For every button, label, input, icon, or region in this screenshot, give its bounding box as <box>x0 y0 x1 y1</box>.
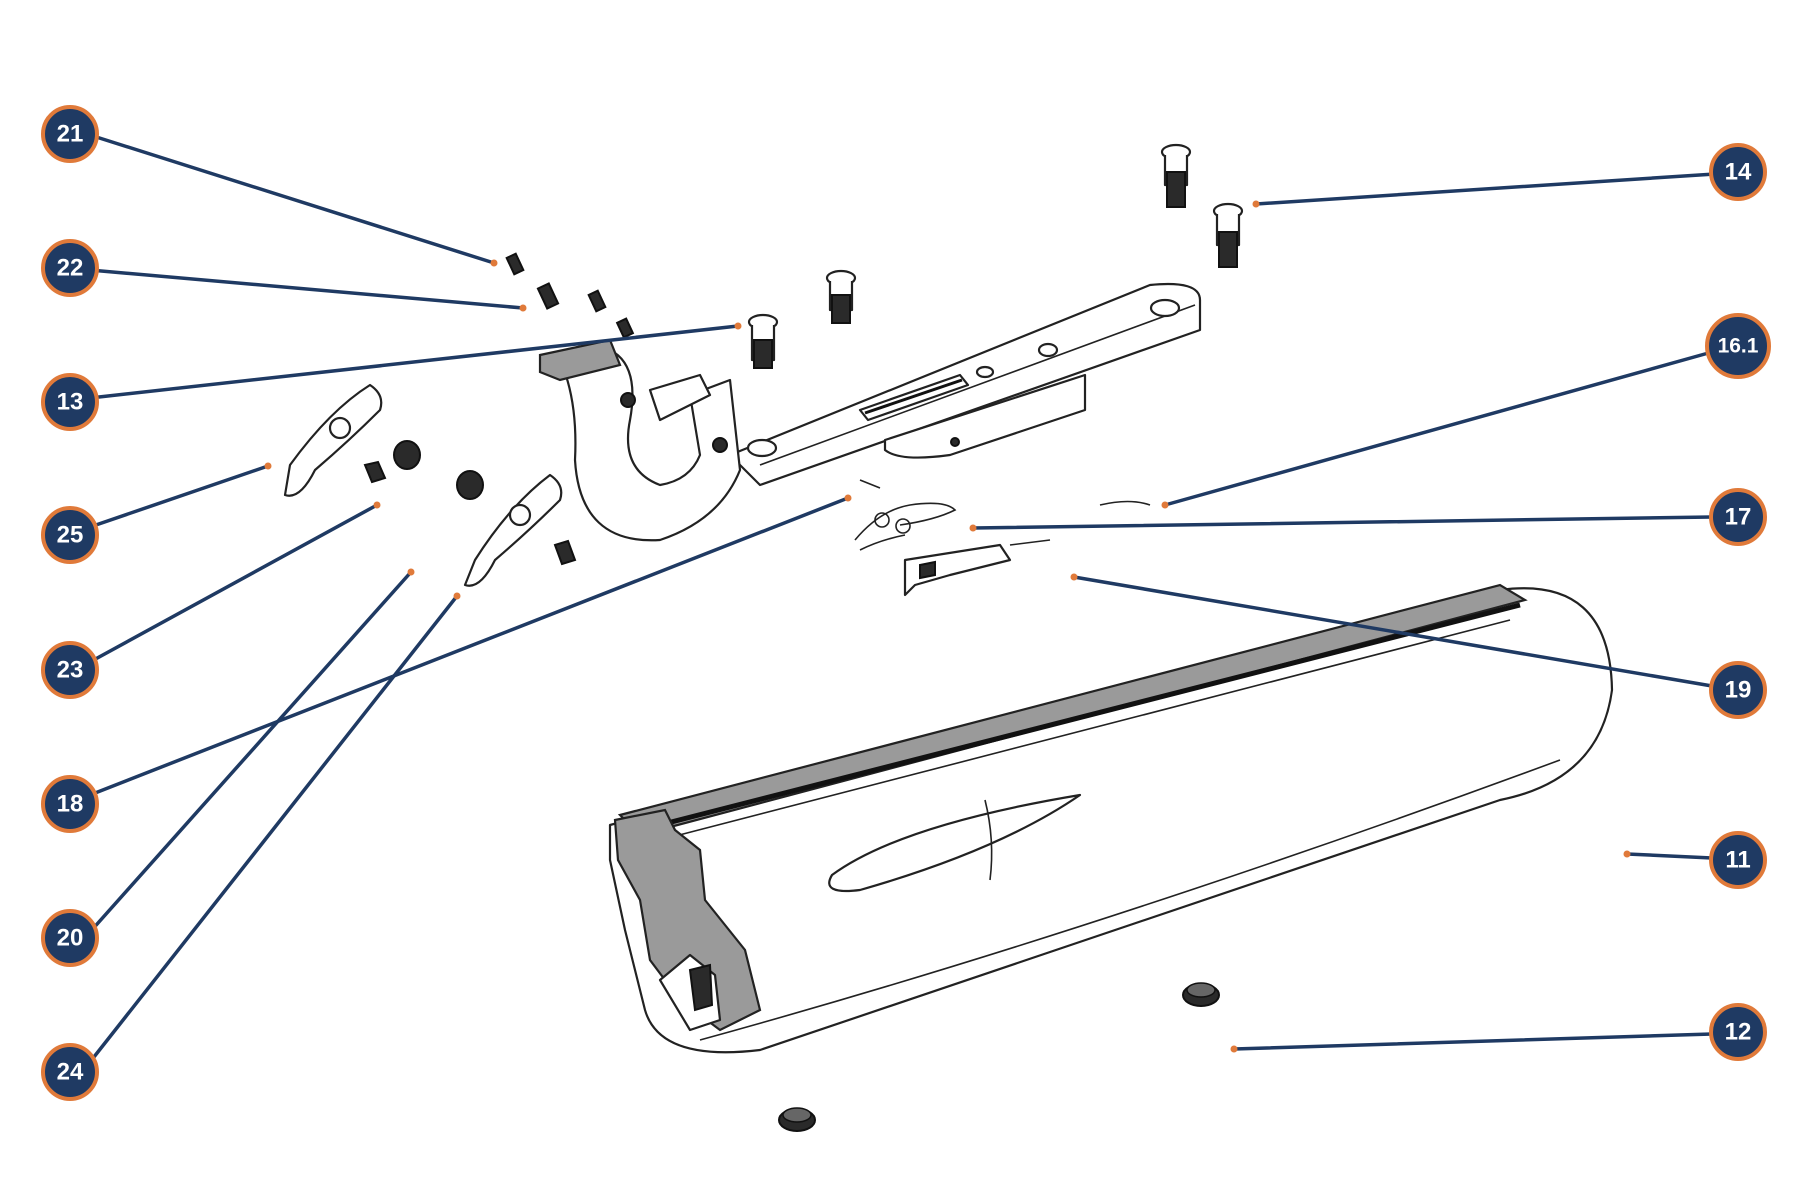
lever-25 <box>283 383 383 497</box>
badge-circle-11 <box>1709 831 1767 889</box>
small-screws-21-22 <box>505 252 635 339</box>
badge-circle-13 <box>41 373 99 431</box>
anchor-dot-18 <box>844 494 852 502</box>
badge-label-23: 23 <box>57 657 84 684</box>
anchor-dot-21 <box>490 259 498 267</box>
callout-21[interactable]: 21 <box>41 105 498 267</box>
anchor-dot-19 <box>1070 573 1078 581</box>
callout-16-1[interactable]: 16.1 <box>1161 313 1771 509</box>
forend-nut-rear <box>778 1107 816 1132</box>
anchor-dot-22 <box>519 304 527 312</box>
badge-circle-23 <box>41 641 99 699</box>
leader-line-23 <box>88 503 379 664</box>
badge-circle-17 <box>1709 488 1767 546</box>
screw-13-left <box>747 313 779 369</box>
badge-label-14: 14 <box>1725 159 1752 186</box>
pins-23-20 <box>363 440 577 566</box>
badge-label-12: 12 <box>1725 1019 1752 1046</box>
badge-circle-12 <box>1709 1003 1767 1061</box>
screw-13-right <box>825 269 857 324</box>
leader-line-16-1 <box>1163 350 1714 507</box>
leader-line-18 <box>88 496 850 797</box>
callout-19[interactable]: 19 <box>1070 573 1767 719</box>
anchor-dot-12 <box>1230 1045 1238 1053</box>
screw-14-left <box>1160 143 1192 208</box>
callout-24[interactable]: 24 <box>41 592 461 1101</box>
callout-14[interactable]: 14 <box>1252 143 1767 208</box>
callout-12[interactable]: 12 <box>1230 1003 1767 1061</box>
anchor-dot-13 <box>734 322 742 330</box>
leader-line-13 <box>88 324 740 400</box>
leader-line-11 <box>1625 852 1714 860</box>
callout-20[interactable]: 20 <box>41 568 415 967</box>
badge-label-16-1: 16.1 <box>1718 335 1759 358</box>
leader-line-14 <box>1254 172 1717 206</box>
spring-assembly <box>854 479 1151 597</box>
badge-label-22: 22 <box>57 255 84 282</box>
badge-label-11: 11 <box>1725 847 1750 874</box>
anchor-dot-17 <box>969 524 977 532</box>
anchor-dot-25 <box>264 462 272 470</box>
anchor-dot-11 <box>1623 850 1631 858</box>
leader-line-20 <box>88 570 413 934</box>
leader-line-22 <box>88 268 525 310</box>
badge-label-21: 21 <box>57 121 84 148</box>
parts-drawing <box>283 143 1614 1132</box>
badge-label-25: 25 <box>57 522 84 549</box>
leader-line-25 <box>88 464 270 529</box>
badge-label-24: 24 <box>57 1059 84 1086</box>
forend-iron <box>538 282 1202 542</box>
callout-13[interactable]: 13 <box>41 322 742 431</box>
badge-circle-21 <box>41 105 99 163</box>
lever-24 <box>463 473 563 587</box>
anchor-dot-14 <box>1252 200 1260 208</box>
leader-line-19 <box>1072 575 1714 688</box>
badge-circle-16-1 <box>1705 313 1771 379</box>
callout-22[interactable]: 22 <box>41 239 527 312</box>
anchor-dot-16-1 <box>1161 501 1169 509</box>
badge-label-20: 20 <box>57 925 84 952</box>
badge-label-19: 19 <box>1725 677 1752 704</box>
callout-17[interactable]: 17 <box>969 488 1767 546</box>
leader-line-24 <box>88 594 459 1064</box>
badge-label-13: 13 <box>57 389 84 416</box>
badge-circle-25 <box>41 506 99 564</box>
callout-layer: 21 22 13 25 23 <box>41 105 1771 1101</box>
anchor-dot-24 <box>453 592 461 600</box>
badge-circle-18 <box>41 775 99 833</box>
badge-label-18: 18 <box>57 791 84 818</box>
screw-14-right <box>1212 202 1244 268</box>
forend-nut-front <box>1182 982 1220 1007</box>
badge-circle-20 <box>41 909 99 967</box>
callout-11[interactable]: 11 <box>1623 831 1767 889</box>
leader-line-21 <box>88 133 496 265</box>
badge-circle-22 <box>41 239 99 297</box>
badge-circle-19 <box>1709 661 1767 719</box>
anchor-dot-23 <box>373 501 381 509</box>
forend-wood <box>608 583 1614 1054</box>
badge-circle-24 <box>41 1043 99 1101</box>
badge-circle-14 <box>1709 143 1767 201</box>
callout-23[interactable]: 23 <box>41 501 381 699</box>
callout-18[interactable]: 18 <box>41 494 852 833</box>
anchor-dot-20 <box>407 568 415 576</box>
badge-label-17: 17 <box>1725 504 1752 531</box>
leader-line-17 <box>971 515 1714 530</box>
leader-line-12 <box>1232 1032 1714 1051</box>
callout-25[interactable]: 25 <box>41 462 272 564</box>
